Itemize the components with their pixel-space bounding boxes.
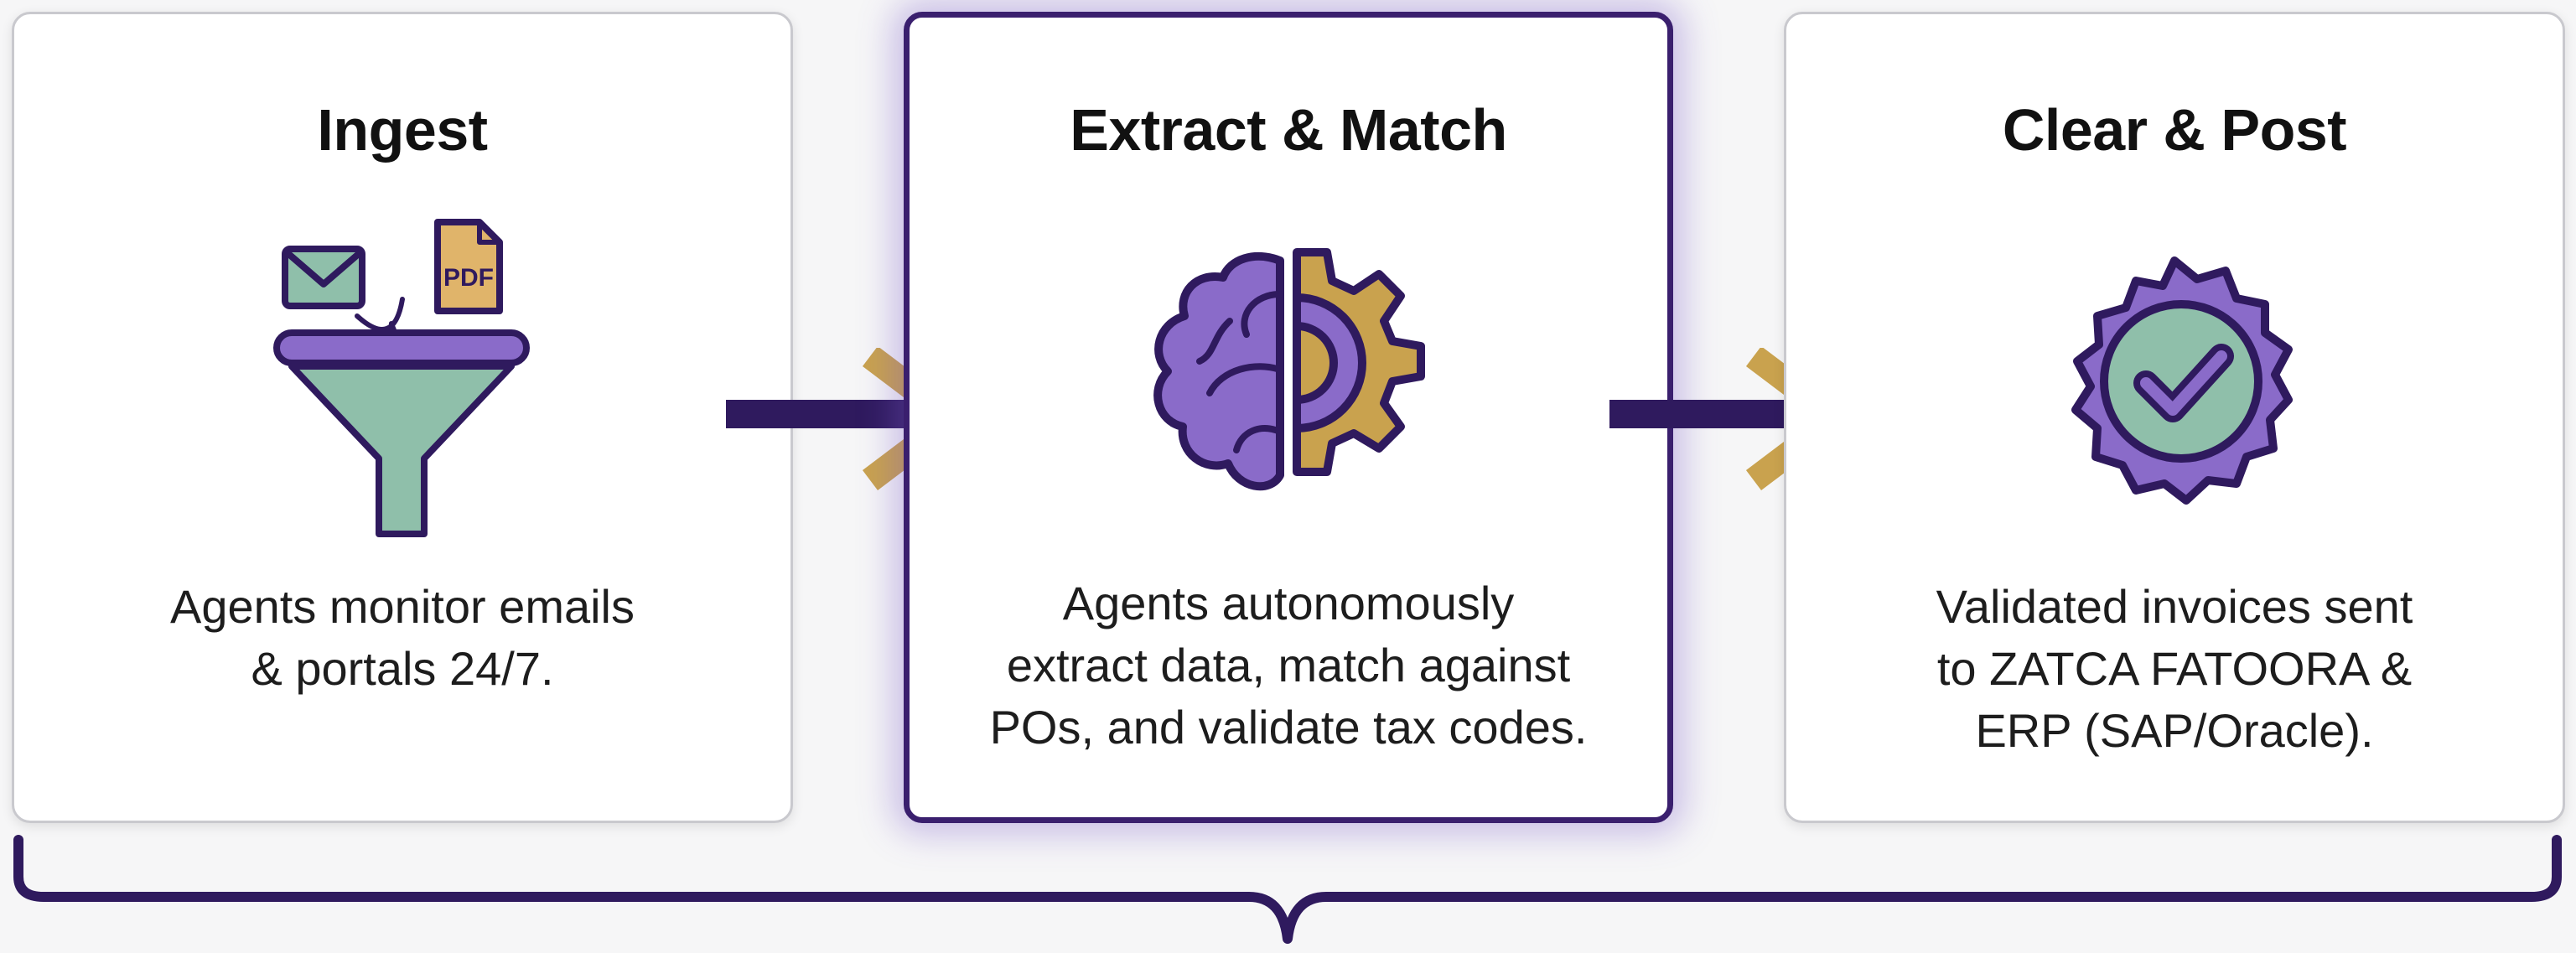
funnel-icon: PDF [260, 207, 545, 546]
step-title-extract-match: Extract & Match [1070, 97, 1507, 163]
pdf-document-icon: PDF [434, 219, 503, 314]
step-description-extract-match: Agents autonomously extract data, match … [989, 577, 1588, 754]
pdf-label: PDF [443, 264, 494, 292]
step-title-clear-post: Clear & Post [2002, 97, 2347, 163]
brain-gear-icon [1129, 244, 1448, 533]
step-card-ingest: Ingest PDF [12, 12, 793, 823]
step-title-ingest: Ingest [317, 97, 488, 163]
step-description-ingest: Agents monitor emails & portals 24/7. [169, 580, 635, 695]
step-card-extract-match: Extract & Match Agents autonomously extr… [904, 12, 1673, 823]
step-card-clear-post: Clear & Post Validated invoices sent to … [1784, 12, 2565, 823]
grouping-brace [0, 830, 2576, 953]
envelope-icon [282, 246, 365, 309]
verified-badge-icon [2032, 244, 2317, 533]
step-description-clear-post: Validated invoices sent to ZATCA FATOORA… [1936, 580, 2413, 757]
